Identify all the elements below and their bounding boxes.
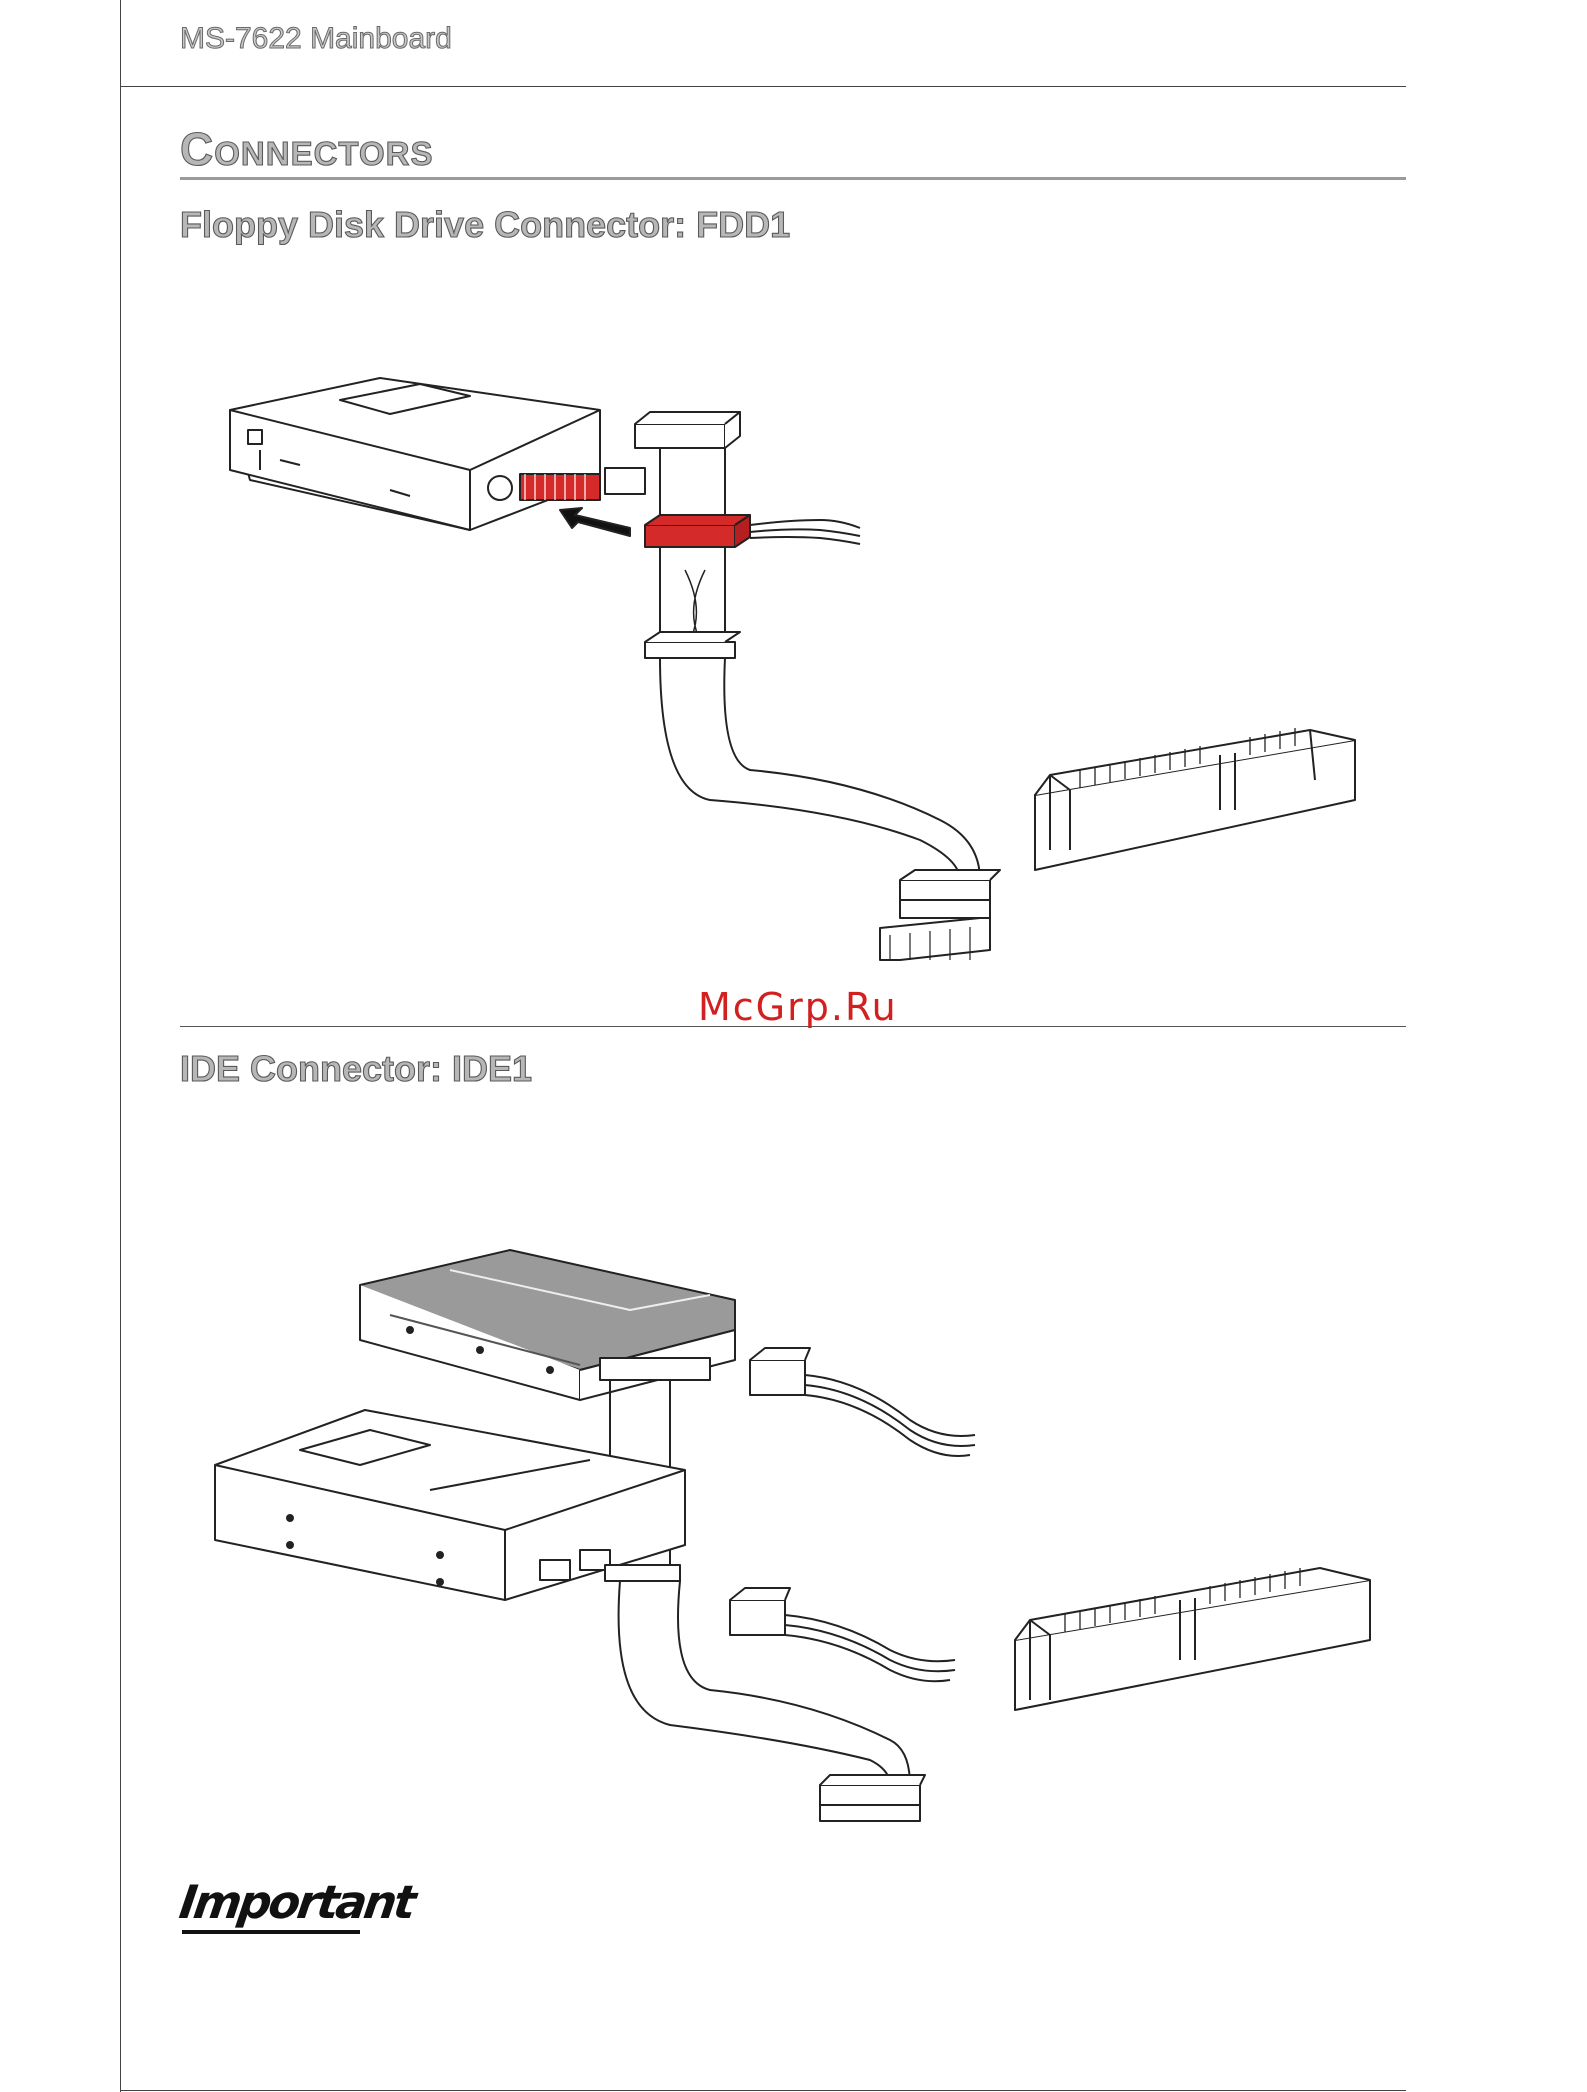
important-underline bbox=[182, 1930, 360, 1934]
important-label: Important bbox=[176, 1875, 417, 1929]
ide-header-enlarged bbox=[1015, 1568, 1370, 1710]
section-title-rest: ONNECTORS bbox=[214, 135, 433, 172]
ide-illustration bbox=[210, 1240, 1390, 1840]
running-header: MS-7622 Mainboard bbox=[180, 22, 452, 56]
board-header-small bbox=[880, 918, 990, 960]
footer-rule bbox=[120, 2090, 1406, 2091]
fdd-illustration bbox=[220, 370, 1370, 970]
page-left-border bbox=[120, 0, 121, 2092]
section-title: CONNECTORS bbox=[180, 122, 433, 176]
insert-arrow-icon bbox=[560, 508, 630, 536]
header-rule bbox=[120, 86, 1406, 87]
hdd-power-connector bbox=[750, 1360, 805, 1395]
section-title-initial: C bbox=[180, 123, 214, 175]
fdd-heading: Floppy Disk Drive Connector: FDD1 bbox=[180, 204, 790, 246]
cable-red-connector bbox=[645, 525, 735, 547]
ide-cable-end-connector bbox=[820, 1785, 920, 1805]
drive-data-port bbox=[520, 474, 600, 500]
section-rule bbox=[180, 177, 1406, 180]
watermark: McGrp.Ru bbox=[698, 985, 898, 1029]
fdd-header-enlarged bbox=[1035, 728, 1355, 870]
cable-end-connector bbox=[900, 880, 990, 900]
odd-power-connector bbox=[730, 1600, 785, 1635]
ide-heading: IDE Connector: IDE1 bbox=[180, 1048, 532, 1090]
